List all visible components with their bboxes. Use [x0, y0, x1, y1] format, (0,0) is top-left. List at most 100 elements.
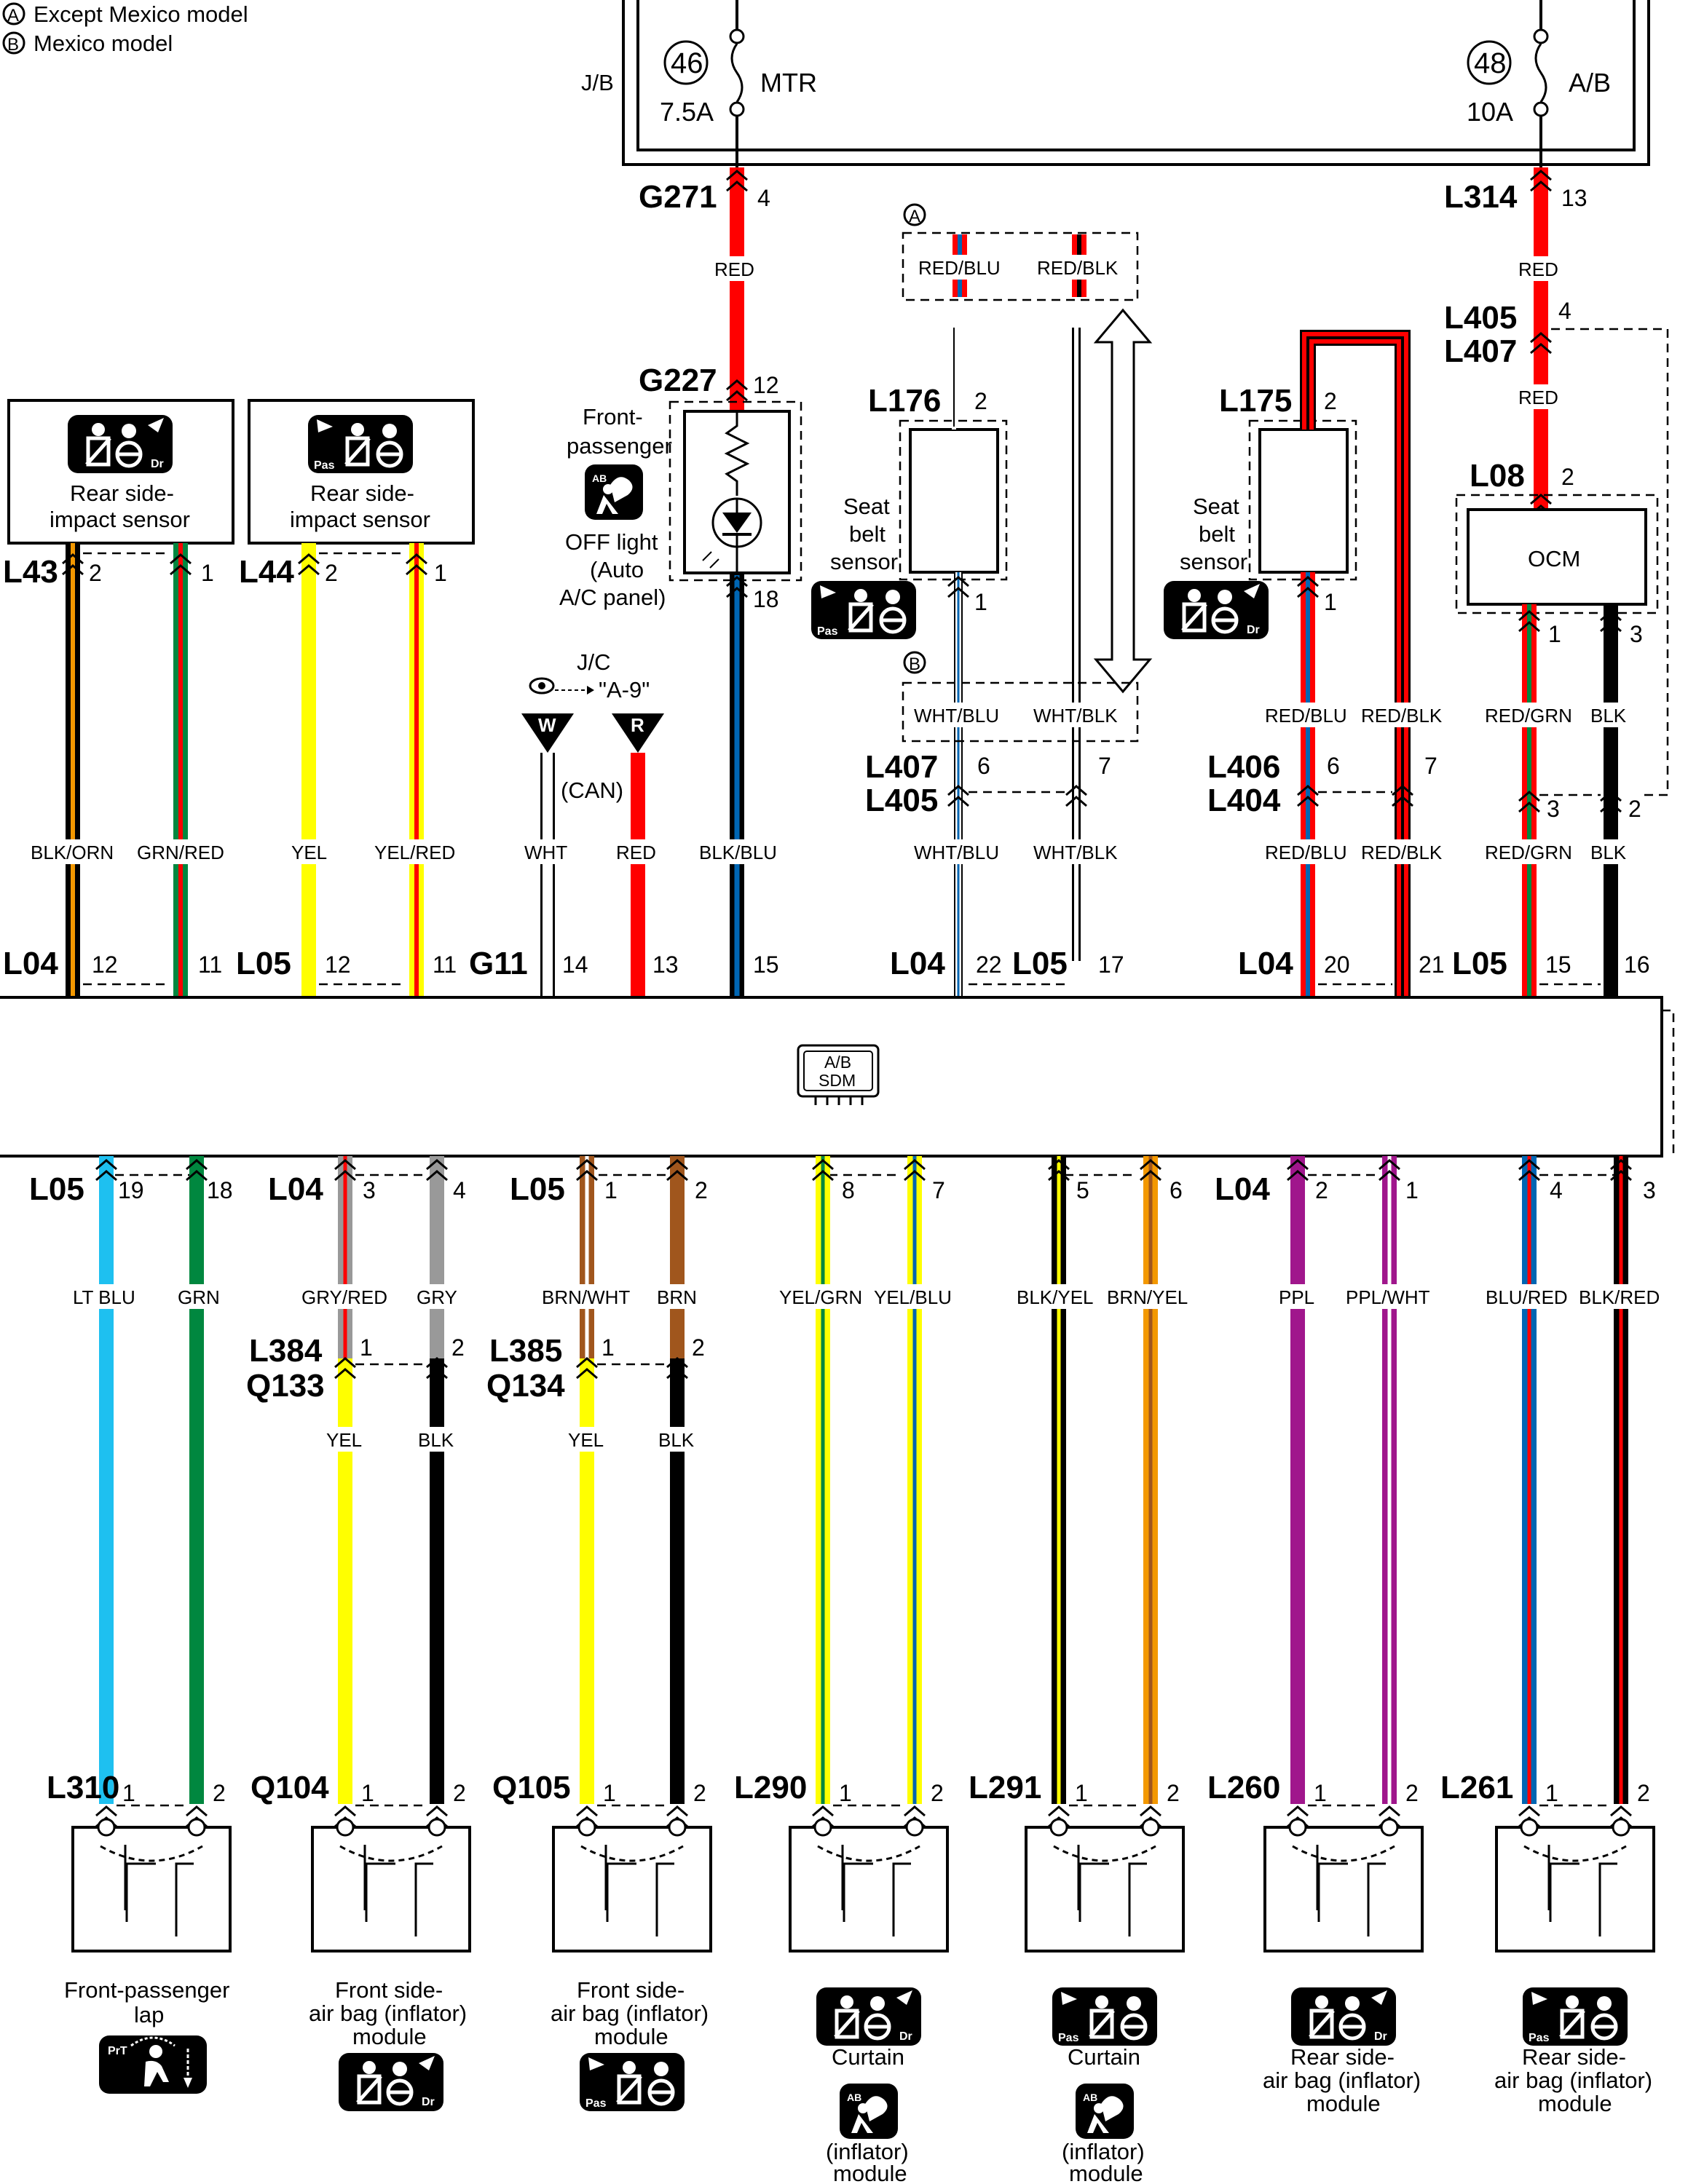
- group-a-red-blk: RED/BLK: [1037, 257, 1119, 279]
- caption-front-passenger: Front-passenger: [64, 1977, 229, 2003]
- pin-t20: 20: [1324, 951, 1350, 978]
- pin-l43-1: 1: [201, 560, 214, 586]
- conn-q104: Q104: [251, 1770, 329, 1805]
- group-b-wht-blk: WHT/BLK: [1033, 705, 1118, 727]
- legend-b-text: Mexico model: [33, 31, 173, 56]
- label-impact-sensor-1: impact sensor: [50, 507, 190, 532]
- sdm-label-ab: A/B: [824, 1053, 851, 1072]
- pin-b18: 18: [207, 1177, 233, 1203]
- curtain-pas-icon: [1052, 1987, 1157, 2046]
- conn-l314: L314: [1444, 179, 1518, 215]
- conn-l05-b: L05: [1012, 946, 1068, 981]
- pin-ocm-1: 1: [1548, 621, 1561, 647]
- conn-l405: L405: [1444, 300, 1517, 336]
- caption-curtain-2: Curtain: [1068, 2044, 1140, 2070]
- conn-l385: L385: [489, 1333, 562, 1369]
- pin-d2e: 2: [1167, 1780, 1180, 1806]
- caption-curtain-1: Curtain: [832, 2044, 904, 2070]
- pin-l407-7: 7: [1098, 753, 1111, 779]
- pin-r2: 2: [1628, 796, 1641, 822]
- label-jc: J/C: [577, 649, 611, 675]
- pin-d2b: 2: [453, 1780, 466, 1806]
- pin-g227b: 18: [753, 586, 779, 612]
- wire-grn-red: GRN/RED: [137, 842, 224, 863]
- pin-b8: 8: [842, 1177, 855, 1203]
- wire-ppl: PPL: [1279, 1286, 1314, 1308]
- label-r: R: [631, 714, 644, 736]
- label-passenger: passenger: [567, 433, 672, 459]
- wire-brn-wht: BRN/WHT: [542, 1286, 630, 1308]
- module-q104: [311, 1826, 471, 1952]
- conn-q134: Q134: [486, 1368, 565, 1404]
- legend-a-mark: A: [7, 6, 19, 25]
- pin-b4: 4: [453, 1177, 466, 1203]
- wire-red-g271: RED: [714, 258, 754, 280]
- pin-l406-7: 7: [1424, 753, 1437, 779]
- front-side-pas-icon: [580, 2053, 685, 2111]
- conn-l43: L43: [3, 554, 58, 590]
- pin-t11b: 11: [433, 951, 457, 978]
- rear-sensor-pas-icon: [308, 415, 413, 473]
- pin-l314: 13: [1561, 185, 1588, 211]
- pin-l44-1: 1: [434, 560, 447, 586]
- caption-airbag-1: air bag (inflator): [309, 2001, 467, 2026]
- wire-gry-red: GRY/RED: [301, 1286, 387, 1308]
- lower-wires: LT BLU GRN GRY/RED GRY BRN/WHT BRN YEL/G…: [71, 1156, 1666, 1804]
- wire-yel-grn: YEL/GRN: [779, 1286, 862, 1308]
- wire-wht-blu: WHT/BLU: [914, 842, 999, 863]
- module-l261: [1495, 1826, 1655, 1952]
- wire-red-grn: RED/GRN: [1485, 842, 1572, 863]
- conn-q105: Q105: [492, 1770, 571, 1805]
- wire-blk-blu: BLK/BLU: [699, 842, 777, 863]
- wire-blk: BLK: [1590, 842, 1627, 863]
- label-sensor-2: sensor: [1180, 549, 1247, 574]
- group-a-mark: A: [909, 207, 920, 226]
- conn-l291: L291: [969, 1770, 1041, 1805]
- legend-a-text: Except Mexico model: [33, 1, 248, 27]
- conn-l310: L310: [47, 1770, 119, 1805]
- ocm-label: OCM: [1528, 546, 1580, 571]
- label-auto: (Auto: [590, 557, 644, 582]
- pin-l406-6: 6: [1327, 753, 1340, 779]
- pin-d2a: 2: [213, 1780, 226, 1806]
- curtain-dr-icon: [816, 1987, 921, 2046]
- module-q105: [552, 1826, 712, 1952]
- pin-r3: 3: [1547, 796, 1560, 822]
- pin-b3b: 3: [1643, 1177, 1656, 1203]
- conn-g11: G11: [469, 946, 528, 981]
- conn-l290: L290: [734, 1770, 807, 1805]
- sdm-module: A/B SDM L04 12 11 L05 12 11 G11 14 13 15…: [0, 946, 1675, 1207]
- conn-l05-e: L05: [510, 1171, 565, 1207]
- wire-brn-yel: BRN/YEL: [1107, 1286, 1188, 1308]
- wire-blk-q133: BLK: [418, 1429, 454, 1451]
- wire-blu-red: BLU/RED: [1486, 1286, 1568, 1308]
- wire-yel-red: YEL/RED: [374, 842, 455, 863]
- wire-yel: YEL: [291, 842, 327, 863]
- conn-l04-c: L04: [1238, 946, 1293, 981]
- pin-g227: 12: [753, 372, 779, 398]
- pin-t16: 16: [1624, 951, 1650, 978]
- conn-l175: L175: [1219, 383, 1292, 419]
- pin-b3: 3: [363, 1177, 376, 1203]
- wire-red-can: RED: [616, 842, 656, 863]
- pretensioner-icon: [98, 2034, 208, 2095]
- pin-b7: 7: [932, 1177, 945, 1203]
- pin-t15a: 15: [753, 951, 779, 978]
- pin-l43-2: 2: [89, 560, 102, 586]
- label-off-light: OFF light: [565, 529, 658, 555]
- legend-b-mark: B: [7, 35, 19, 55]
- wire-blk-red: BLK/RED: [1579, 1286, 1660, 1308]
- curtain-airbag-icon-1: [840, 2084, 898, 2139]
- module-l291: [1025, 1826, 1185, 1952]
- conn-l04-a: L04: [3, 946, 58, 981]
- group-a-red-blu: RED/BLU: [918, 257, 1001, 279]
- caption-rear-side-2: Rear side-: [1522, 2044, 1626, 2070]
- fuse-48-name: A/B: [1569, 68, 1611, 98]
- conn-l04-d: L04: [268, 1171, 323, 1207]
- pin-l08: 2: [1561, 464, 1574, 490]
- conn-g227: G227: [639, 363, 717, 398]
- conn-l05-d: L05: [29, 1171, 84, 1207]
- fuse-48-number: 48: [1474, 47, 1507, 79]
- pin-t17: 17: [1098, 951, 1124, 978]
- inflator-modules: L310 1 2 Q104 1 2 Q105 1 2 L290 1 2 L291…: [47, 1770, 1655, 2184]
